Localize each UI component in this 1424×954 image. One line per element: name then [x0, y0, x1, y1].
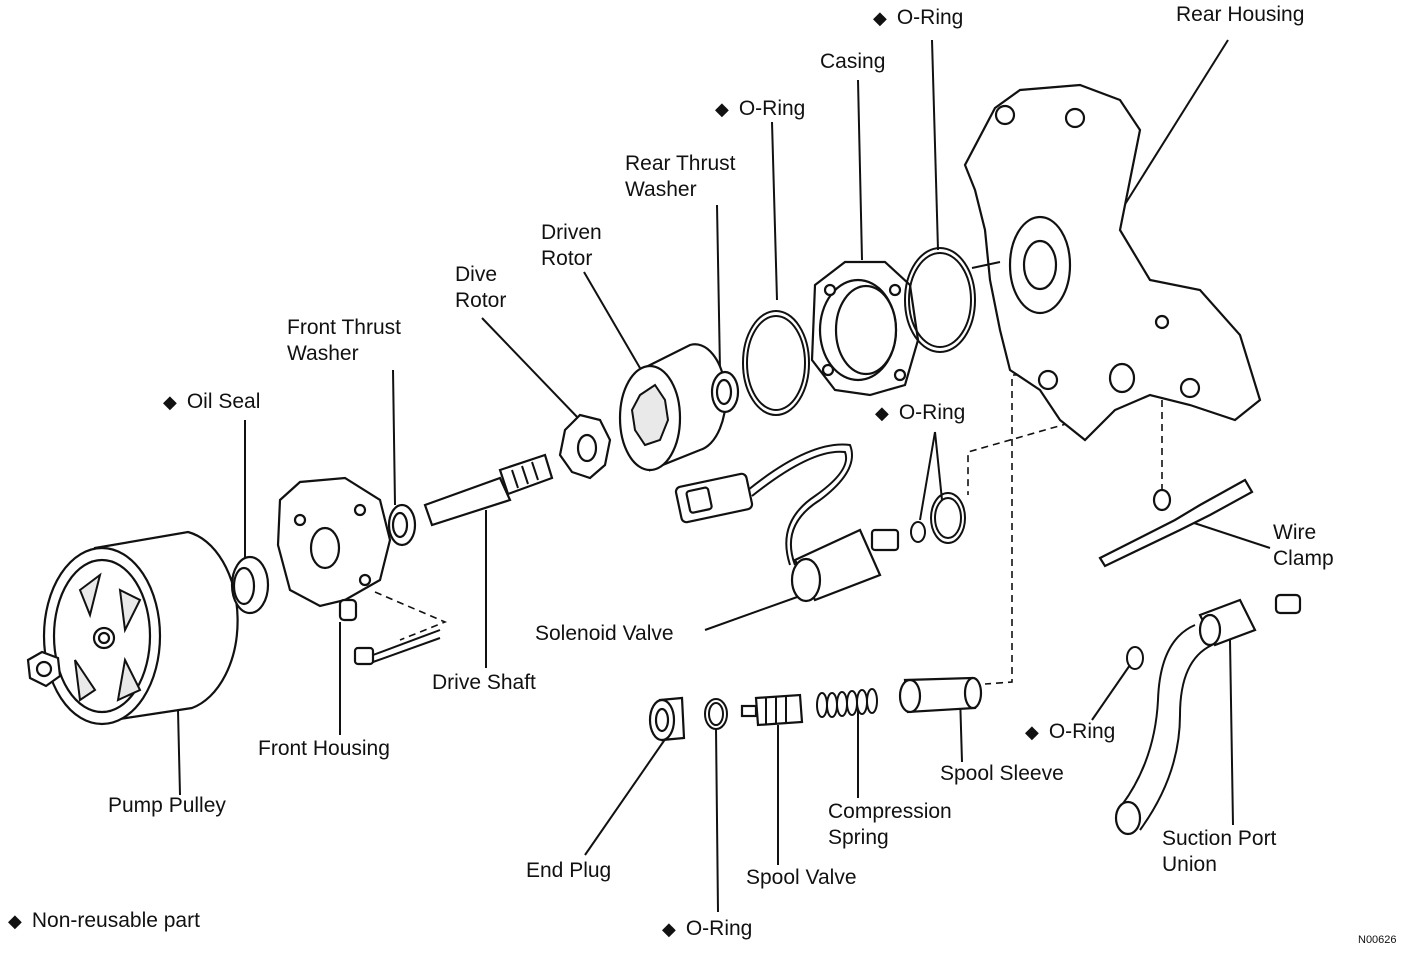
pulley-nut-part — [26, 650, 62, 688]
label-end-plug: End Plug — [526, 859, 612, 882]
diamond-icon: ◆ — [873, 8, 887, 28]
legend-non-reusable: ◆Non-reusable part — [8, 909, 200, 932]
label-front-housing: Front Housing — [258, 737, 390, 760]
front-housing-bolt-part — [353, 629, 441, 666]
label-o-ring-union: ◆O-Ring — [1025, 720, 1116, 743]
label-pump-pulley: Pump Pulley — [108, 794, 226, 817]
diamond-icon: ◆ — [163, 392, 177, 412]
o-ring-rear-housing-part — [904, 247, 976, 353]
label-o-ring-top: ◆O-Ring — [873, 6, 964, 29]
pump-pulley-part — [42, 530, 239, 726]
suction-port-union-part — [1114, 598, 1257, 836]
rear-thrust-washer-part — [710, 370, 740, 414]
label-rear-housing: Rear Housing — [1176, 3, 1305, 26]
end-plug-part — [648, 696, 686, 742]
end-plug-o-ring-part — [704, 698, 728, 730]
drive-shaft-part — [423, 453, 554, 527]
diamond-icon: ◆ — [715, 99, 729, 119]
label-oil-seal: ◆Oil Seal — [163, 390, 261, 413]
label-spool-sleeve: Spool Sleeve — [940, 762, 1064, 785]
label-spool-valve: Spool Valve — [746, 866, 857, 889]
diamond-icon: ◆ — [875, 403, 889, 423]
leader-lines — [177, 39, 1271, 913]
oil-seal-part — [230, 555, 270, 615]
driven-rotor-part — [618, 343, 727, 472]
diamond-icon: ◆ — [1025, 722, 1039, 742]
spool-sleeve-part — [898, 676, 983, 714]
front-thrust-washer-part — [387, 503, 417, 547]
label-drive-shaft: Drive Shaft — [432, 671, 536, 694]
label-o-ring-bottom: ◆O-Ring — [662, 917, 753, 940]
solenoid-valve-part — [674, 443, 900, 603]
rear-housing-part — [963, 83, 1262, 442]
dive-rotor-part — [558, 413, 612, 480]
label-casing: Casing — [820, 50, 886, 73]
compression-spring-part — [816, 688, 878, 718]
front-housing-part — [276, 476, 392, 622]
union-bolt-part — [1126, 593, 1302, 670]
solenoid-o-rings-part — [910, 492, 966, 544]
label-solenoid-valve: Solenoid Valve — [535, 622, 674, 645]
diamond-icon: ◆ — [662, 919, 676, 939]
diamond-icon: ◆ — [8, 911, 22, 931]
label-o-ring-casing: ◆O-Ring — [715, 97, 806, 120]
casing-part — [810, 260, 920, 397]
spool-valve-part — [740, 693, 804, 727]
o-ring-casing-part — [742, 310, 810, 416]
wire-clamp-part — [1098, 478, 1254, 568]
label-o-ring-solenoid: ◆O-Ring — [875, 401, 966, 424]
figure-code: N00626 — [1358, 934, 1397, 946]
